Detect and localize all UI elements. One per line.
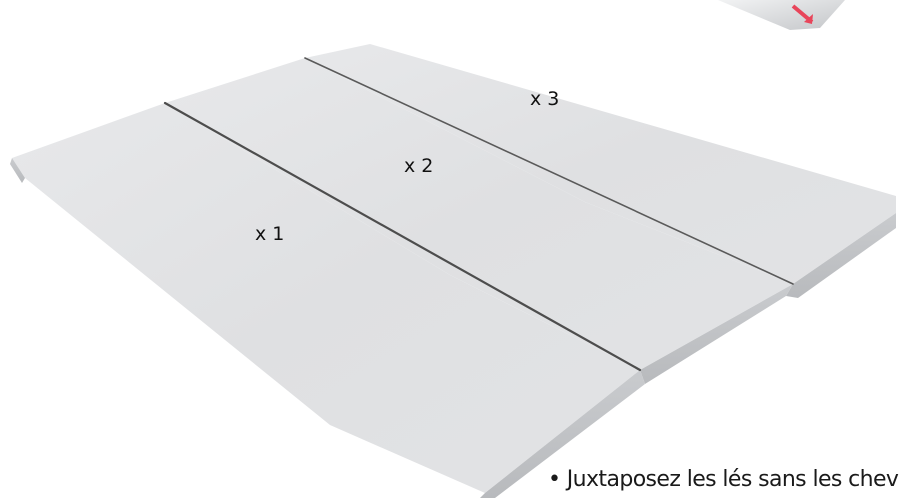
strip-3-label: x 3	[530, 88, 559, 110]
instruction-caption: • Juxtaposez les lés sans les cheva	[548, 466, 899, 494]
strip-2-label: x 2	[404, 155, 433, 177]
corner-product-fragment	[718, 0, 845, 30]
strip-1-label: x 1	[255, 223, 284, 245]
